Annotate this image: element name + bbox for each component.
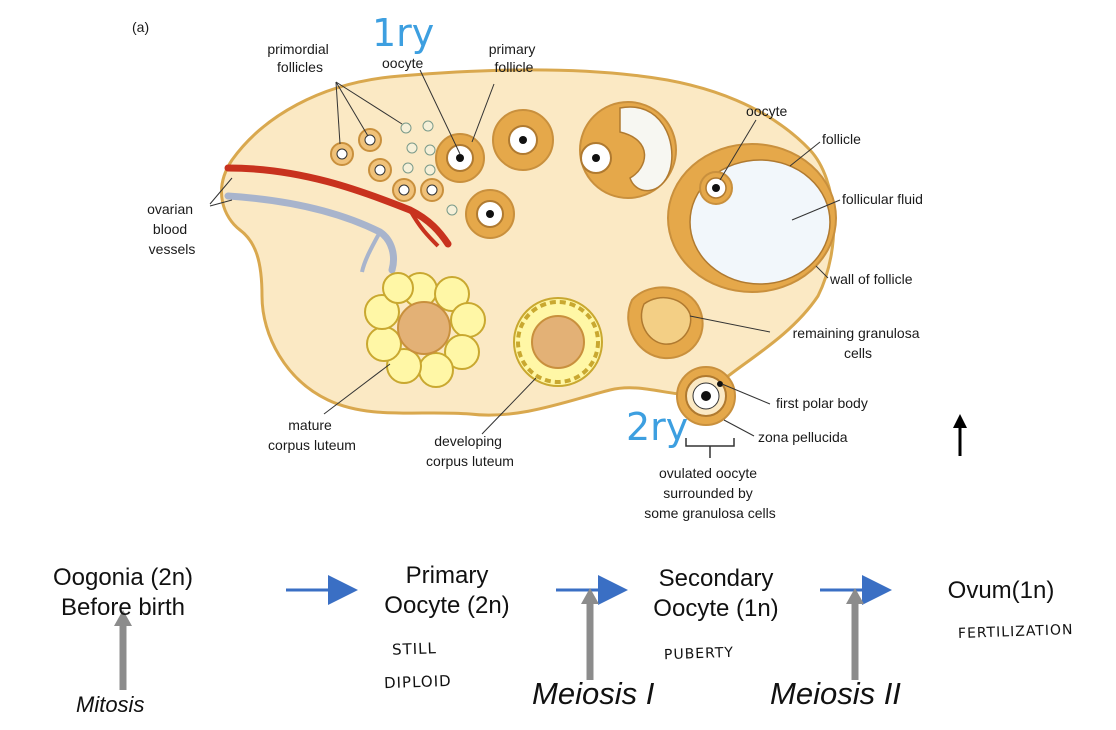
process-meiosis-1: Meiosis I	[532, 676, 655, 711]
ruptured-follicle	[627, 286, 704, 360]
panel-label: (a)	[132, 19, 149, 35]
label-developing-corpus-luteum: developing corpus luteum	[426, 433, 514, 469]
stage-ovum: Ovum(1n)	[916, 576, 1086, 606]
primary-follicle	[435, 133, 485, 183]
label-mature-corpus-luteum: mature corpus luteum	[268, 417, 356, 453]
stage-oogonia-line2: Before birth	[60, 594, 186, 621]
annotation-2ry: 2ry	[626, 405, 688, 449]
vein	[224, 192, 397, 274]
stage-oogonia: Oogonia (2n) Before birth	[28, 563, 218, 623]
growing-follicle	[465, 189, 515, 239]
up-arrow-icon	[953, 414, 967, 456]
mature-follicle	[667, 143, 837, 293]
oogenesis-flow-arrows	[114, 575, 892, 690]
note-diploid: DIPLOID	[383, 671, 452, 693]
vein-branch	[360, 231, 382, 273]
label-zona-pellucida: zona pellucida	[758, 429, 848, 445]
stage-primary-line2: Oocyte (2n)	[384, 592, 510, 619]
note-puberty: PUBERTY	[663, 644, 735, 664]
ovary-diagram: (a) primordial follicles oocyte primary …	[132, 11, 967, 521]
label-oocyte-top: oocyte	[382, 55, 423, 71]
stage-primary-line1: Primary	[405, 562, 489, 589]
process-arrows	[114, 588, 864, 690]
stage-oogonia-line1: Oogonia (2n)	[52, 564, 194, 591]
artery	[224, 164, 452, 248]
label-follicular-fluid: follicular fluid	[842, 191, 923, 207]
stage-secondary-line2: Oocyte (1n)	[653, 595, 779, 622]
antral-follicle	[579, 101, 677, 199]
label-wall-of-follicle: wall of follicle	[829, 271, 913, 287]
stage-ovum-line1: Ovum(1n)	[947, 577, 1055, 604]
artery-branch	[408, 209, 440, 248]
stage-primary-oocyte: Primary Oocyte (2n)	[352, 561, 542, 621]
developing-corpus-luteum	[513, 297, 603, 387]
ovulated-bracket	[685, 438, 735, 447]
small-primordial-follicles	[400, 120, 458, 216]
leader-lines	[209, 69, 841, 437]
process-mitosis: Mitosis	[76, 692, 145, 717]
stage-secondary-oocyte: Secondary Oocyte (1n)	[616, 564, 816, 624]
label-primary-follicle: primary follicle	[489, 41, 540, 75]
ovulated-oocyte	[676, 366, 736, 426]
label-oocyte-right: oocyte	[746, 103, 787, 119]
label-follicle: follicle	[822, 131, 861, 147]
label-primordial-follicles: primordial follicles	[267, 41, 332, 75]
label-ovarian-blood-vessels: ovarian blood vessels	[147, 201, 197, 257]
mature-corpus-luteum	[364, 272, 486, 388]
note-still: STILL	[391, 639, 438, 659]
label-ovulated-oocyte: ovulated oocyte surrounded by some granu…	[644, 465, 776, 521]
label-remaining-granulosa-cells: remaining granulosa cells	[793, 325, 924, 361]
secondary-follicle	[492, 109, 554, 171]
annotation-1ry: 1ry	[372, 11, 434, 55]
stage-secondary-line1: Secondary	[658, 565, 774, 592]
process-meiosis-2: Meiosis II	[770, 676, 901, 711]
label-first-polar-body: first polar body	[776, 395, 868, 411]
